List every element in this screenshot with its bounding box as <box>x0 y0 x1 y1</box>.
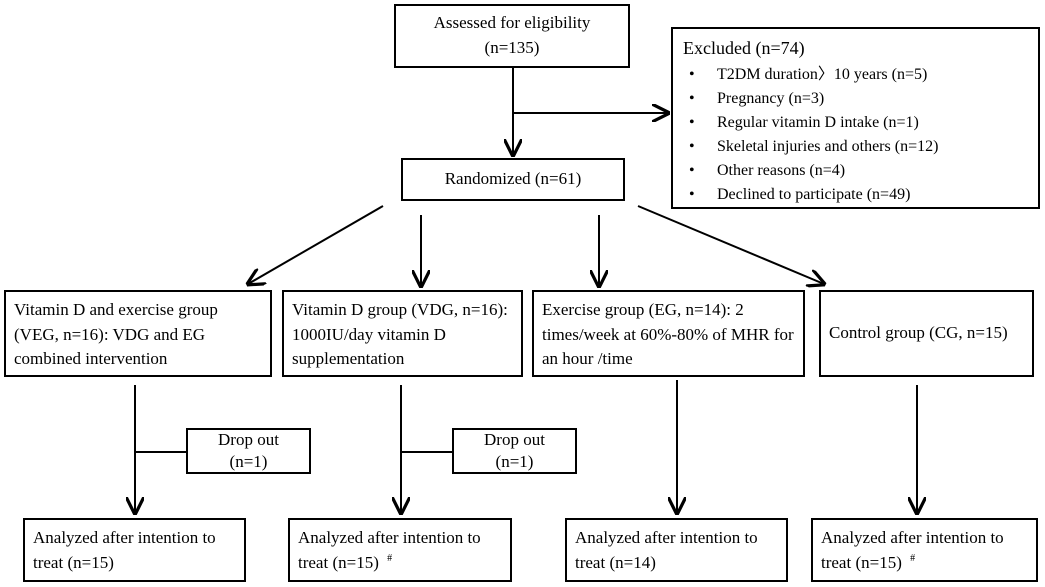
dropout-box-1: Drop out (n=1) <box>186 428 311 474</box>
assessed-label: Assessed for eligibility <box>433 13 591 33</box>
analyzed-text: Analyzed after intention to treat (n=15) <box>821 528 1004 572</box>
group-text: Exercise group (EG, n=14): 2 times/week … <box>542 300 794 369</box>
excluded-reason: Skeletal injuries and others (n=12) <box>683 135 1028 159</box>
analyzed-text: Analyzed after intention to treat (n=15) <box>298 528 481 572</box>
excluded-box: Excluded (n=74) T2DM duration〉10 years (… <box>671 27 1040 209</box>
assessed-box: Assessed for eligibility (n=135) <box>394 4 630 68</box>
group-box-vdg: Vitamin D group (VDG, n=16): 1000IU/day … <box>282 290 523 377</box>
group-box-veg: Vitamin D and exercise group (VEG, n=16)… <box>4 290 272 377</box>
assessed-count: (n=135) <box>484 38 540 57</box>
excluded-reason: Other reasons (n=4) <box>683 159 1028 183</box>
group-text: Vitamin D group (VDG, n=16): 1000IU/day … <box>292 300 508 369</box>
excluded-reason: Pregnancy (n=3) <box>683 87 1028 111</box>
randomized-box: Randomized (n=61) <box>401 158 625 201</box>
analyzed-box-eg: Analyzed after intention to treat (n=14) <box>565 518 788 582</box>
dropout-count: (n=1) <box>495 452 534 471</box>
dropout-label: Drop out <box>218 429 279 449</box>
excluded-title: Excluded (n=74) <box>683 38 805 58</box>
excluded-reasons-list: T2DM duration〉10 years (n=5) Pregnancy (… <box>683 63 1028 207</box>
arrow-to-group-veg <box>248 205 384 284</box>
group-box-cg: Control group (CG, n=15) <box>819 290 1034 377</box>
analyzed-text: Analyzed after intention to treat (n=15) <box>33 528 216 572</box>
dropout-box-2: Drop out (n=1) <box>452 428 577 474</box>
analyzed-box-veg: Analyzed after intention to treat (n=15) <box>23 518 246 582</box>
analyzed-text: Analyzed after intention to treat (n=14) <box>575 528 758 572</box>
analyzed-box-vdg: Analyzed after intention to treat (n=15)… <box>288 518 512 582</box>
dropout-count: (n=1) <box>229 452 268 471</box>
analyzed-mark: # <box>910 552 916 564</box>
analyzed-mark: # <box>387 552 393 564</box>
analyzed-box-cg: Analyzed after intention to treat (n=15)… <box>811 518 1038 582</box>
group-text: Vitamin D and exercise group (VEG, n=16)… <box>14 300 218 369</box>
dropout-label: Drop out <box>484 429 545 449</box>
excluded-reason: Declined to participate (n=49) <box>683 183 1028 207</box>
randomized-label: Randomized (n=61) <box>444 169 582 189</box>
excluded-reason: Regular vitamin D intake (n=1) <box>683 111 1028 135</box>
group-box-eg: Exercise group (EG, n=14): 2 times/week … <box>532 290 805 377</box>
arrow-to-group-cg <box>637 205 824 284</box>
excluded-reason: T2DM duration〉10 years (n=5) <box>683 63 1028 87</box>
group-text: Control group (CG, n=15) <box>829 323 1008 343</box>
